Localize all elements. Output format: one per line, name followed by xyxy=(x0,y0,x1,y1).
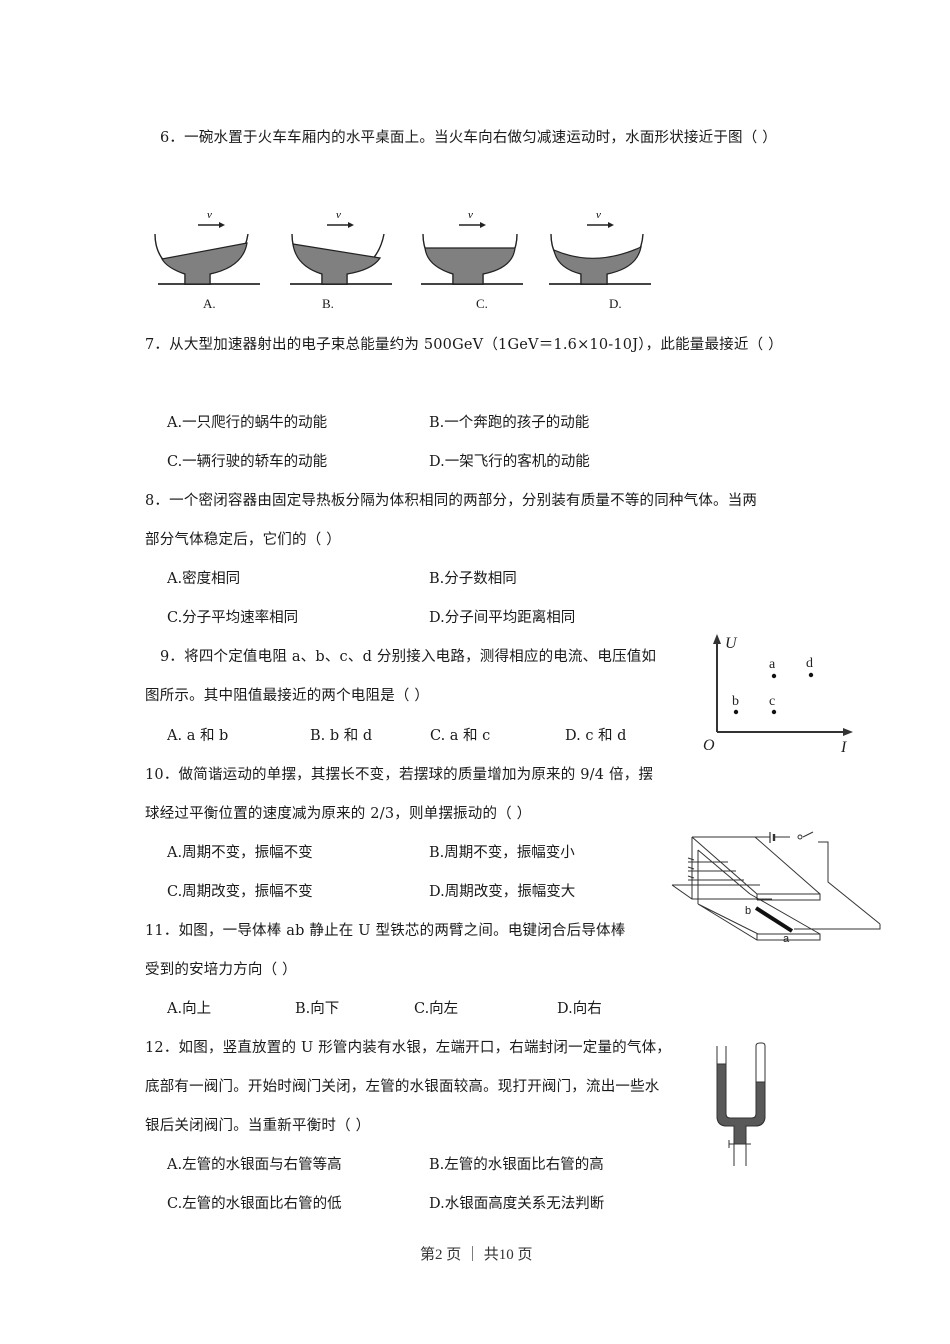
svg-text:b: b xyxy=(732,694,739,709)
bowl-b-diagram: v xyxy=(290,209,392,285)
q11-option-b: B.向下 xyxy=(295,1001,340,1017)
q12-option-d: D.水银面高度关系无法判断 xyxy=(429,1196,605,1212)
question-8-text-line2: 部分气体稳定后，它们的（ ） xyxy=(145,532,341,548)
velocity-label-b: v xyxy=(336,209,341,221)
velocity-label-d: v xyxy=(596,209,601,221)
svg-text:a: a xyxy=(769,657,776,672)
conductor-rod-ab xyxy=(754,906,794,933)
q9-option-b: B. b 和 d xyxy=(310,728,373,744)
q10-option-c: C.周期改变，振幅不变 xyxy=(167,884,313,900)
q12-u-tube-figure xyxy=(716,1042,766,1166)
question-11-text-line1: 11．如图，一导体棒 ab 静止在 U 型铁芯的两臂之间。电键闭合后导体棒 xyxy=(145,923,626,939)
point-d xyxy=(808,672,814,678)
q9-option-d: D. c 和 d xyxy=(565,728,627,744)
question-6-text: 6．一碗水置于火车车厢内的水平桌面上。当火车向右做匀减速运动时，水面形状接近于图… xyxy=(160,130,777,146)
q12-option-c: C.左管的水银面比右管的低 xyxy=(167,1196,342,1212)
q12-option-a: A.左管的水银面与右管等高 xyxy=(167,1157,342,1173)
figure-label-a: A. xyxy=(203,296,216,311)
svg-text:c: c xyxy=(769,694,775,709)
bowl-a-diagram: v xyxy=(154,209,260,285)
q9-option-a: A. a 和 b xyxy=(167,728,229,744)
q11-option-c: C.向左 xyxy=(414,1001,459,1017)
q7-option-c: C.一辆行驶的轿车的动能 xyxy=(167,454,328,470)
q7-option-b: B.一个奔跑的孩子的动能 xyxy=(429,415,590,431)
question-9-text-line1: 9．将四个定值电阻 a、b、c、d 分别接入电路，测得相应的电流、电压值如 xyxy=(160,649,657,665)
point-a xyxy=(771,673,777,679)
q10-option-b: B.周期不变，振幅变小 xyxy=(429,845,575,861)
question-12-text-line1: 12．如图，竖直放置的 U 形管内装有水银，左端开口，右端封闭一定量的气体， xyxy=(145,1040,671,1056)
velocity-label-a: v xyxy=(207,209,212,221)
q8-option-c: C.分子平均速率相同 xyxy=(167,610,299,626)
point-b xyxy=(733,709,739,715)
question-10-text-line2: 球经过平衡位置的速度减为原来的 2/3，则单摆振动的（ ） xyxy=(145,806,532,822)
svg-text:b: b xyxy=(745,905,751,917)
question-12-text-line2: 底部有一阀门。开始时阀门关闭，左管的水银面较高。现打开阀门，流出一些水 xyxy=(145,1079,660,1095)
q9-option-c: C. a 和 c xyxy=(430,728,491,744)
q11-option-d: D.向右 xyxy=(557,1001,602,1017)
svg-text:d: d xyxy=(806,656,813,671)
velocity-label-c: v xyxy=(468,209,473,221)
svg-text:a: a xyxy=(783,933,790,945)
question-9-text-line2: 图所示。其中阻值最接近的两个电阻是（ ） xyxy=(145,688,430,704)
question-12-text-line3: 银后关闭阀门。当重新平衡时（ ） xyxy=(145,1118,371,1134)
point-c xyxy=(771,709,777,715)
q10-option-d: D.周期改变，振幅变大 xyxy=(429,884,576,900)
q8-option-a: A.密度相同 xyxy=(167,571,241,587)
q8-option-d: D.分子间平均距离相同 xyxy=(429,610,576,626)
question-10-text-line1: 10．做简谐运动的单摆，其摆长不变，若摆球的质量增加为原来的 9/4 倍，摆 xyxy=(145,767,654,783)
q10-option-a: A.周期不变，振幅不变 xyxy=(167,845,313,861)
q12-option-b: B.左管的水银面比右管的高 xyxy=(429,1157,604,1173)
figure-label-c: C. xyxy=(476,296,488,311)
u-axis-label: U xyxy=(725,635,738,652)
question-11-text-line2: 受到的安培力方向（ ） xyxy=(145,962,297,978)
q7-option-a: A.一只爬行的蜗牛的动能 xyxy=(167,415,328,431)
origin-label: O xyxy=(703,737,715,754)
bowl-d-diagram: v xyxy=(549,209,651,285)
q9-ui-graph: U I O a d b c xyxy=(703,634,853,756)
page-footer: 第2 页 ｜ 共10 页 xyxy=(420,1247,533,1263)
figure-label-b: B. xyxy=(322,296,334,311)
q6-bowls-figure: v v v v xyxy=(154,209,651,285)
question-7-text: 7．从大型加速器射出的电子束总能量约为 500GeV（1GeV＝1.6×10-1… xyxy=(145,337,783,353)
bowl-c-diagram: v xyxy=(421,209,523,285)
q11-option-a: A.向上 xyxy=(167,1001,212,1017)
figure-label-d: D. xyxy=(609,296,622,311)
q8-option-b: B.分子数相同 xyxy=(429,571,517,587)
question-8-text-line1: 8．一个密闭容器由固定导热板分隔为体积相同的两部分，分别装有质量不等的同种气体。… xyxy=(145,493,758,509)
q7-option-d: D.一架飞行的客机的动能 xyxy=(429,454,590,470)
i-axis-label: I xyxy=(840,739,847,756)
q11-electromagnet-figure: b a xyxy=(671,831,881,945)
